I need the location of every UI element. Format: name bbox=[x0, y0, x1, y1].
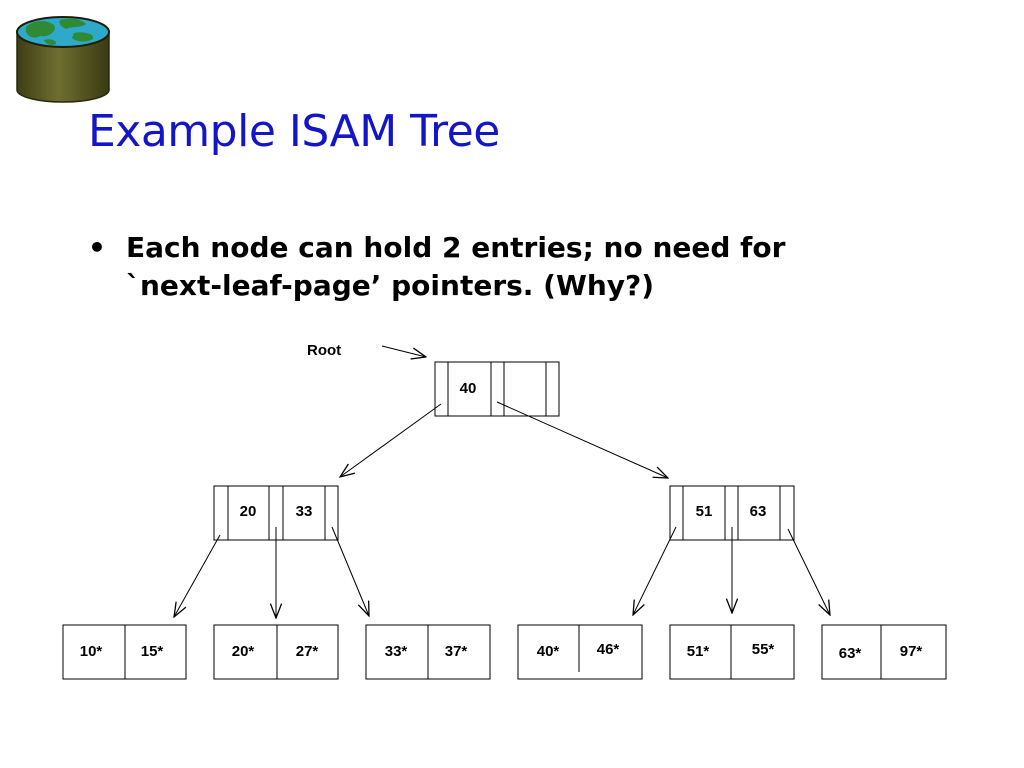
pointer-arrow bbox=[496, 401, 668, 478]
leaf-page: 40* 46* bbox=[517, 624, 643, 680]
bullet-line-2: `next-leaf-page’ pointers. (Why?) bbox=[126, 269, 655, 302]
leaf-entry: 40* bbox=[537, 643, 560, 660]
leaf-page: 10* 15* bbox=[62, 624, 187, 680]
bullet-marker: • bbox=[88, 231, 106, 264]
leaf-page: 63* 97* bbox=[821, 624, 947, 680]
leaf-entry: 15* bbox=[141, 643, 164, 660]
leaf-entry: 97* bbox=[900, 643, 923, 660]
pointer-arrow bbox=[633, 526, 677, 615]
leaf-page: 20* 27* bbox=[213, 624, 339, 680]
bullet-text: Each node can hold 2 entries; no need fo… bbox=[126, 229, 926, 305]
pointer-arrow bbox=[174, 534, 221, 617]
leaf-entry: 33* bbox=[385, 643, 408, 660]
leaf-page: 51* 55* bbox=[669, 624, 795, 680]
slide-title: Example ISAM Tree bbox=[88, 106, 500, 157]
index-key: 20 bbox=[240, 503, 257, 520]
leaf-entry: 37* bbox=[445, 643, 468, 660]
pointer-arrow bbox=[331, 526, 369, 616]
root-pointer-arrow bbox=[381, 345, 426, 357]
root-key: 40 bbox=[460, 380, 477, 397]
leaf-page: 33* 37* bbox=[365, 624, 491, 680]
bullet-line-1: Each node can hold 2 entries; no need fo… bbox=[126, 231, 786, 264]
root-label: Root bbox=[307, 342, 341, 359]
index-key: 51 bbox=[696, 503, 713, 520]
leaf-entry: 10* bbox=[80, 643, 103, 660]
root-node: 40 bbox=[434, 361, 560, 417]
pointer-arrow bbox=[787, 528, 830, 615]
index-key: 33 bbox=[296, 503, 313, 520]
leaf-entry: 63* bbox=[839, 645, 862, 662]
leaf-entry: 46* bbox=[597, 641, 620, 658]
leaf-entry: 51* bbox=[687, 643, 710, 660]
index-key: 63 bbox=[750, 503, 767, 520]
leaf-entry: 27* bbox=[296, 643, 319, 660]
pointer-arrow bbox=[340, 403, 442, 477]
leaf-entry: 20* bbox=[232, 643, 255, 660]
leaf-entry: 55* bbox=[752, 641, 775, 658]
index-node-right: 51 63 bbox=[669, 485, 795, 541]
